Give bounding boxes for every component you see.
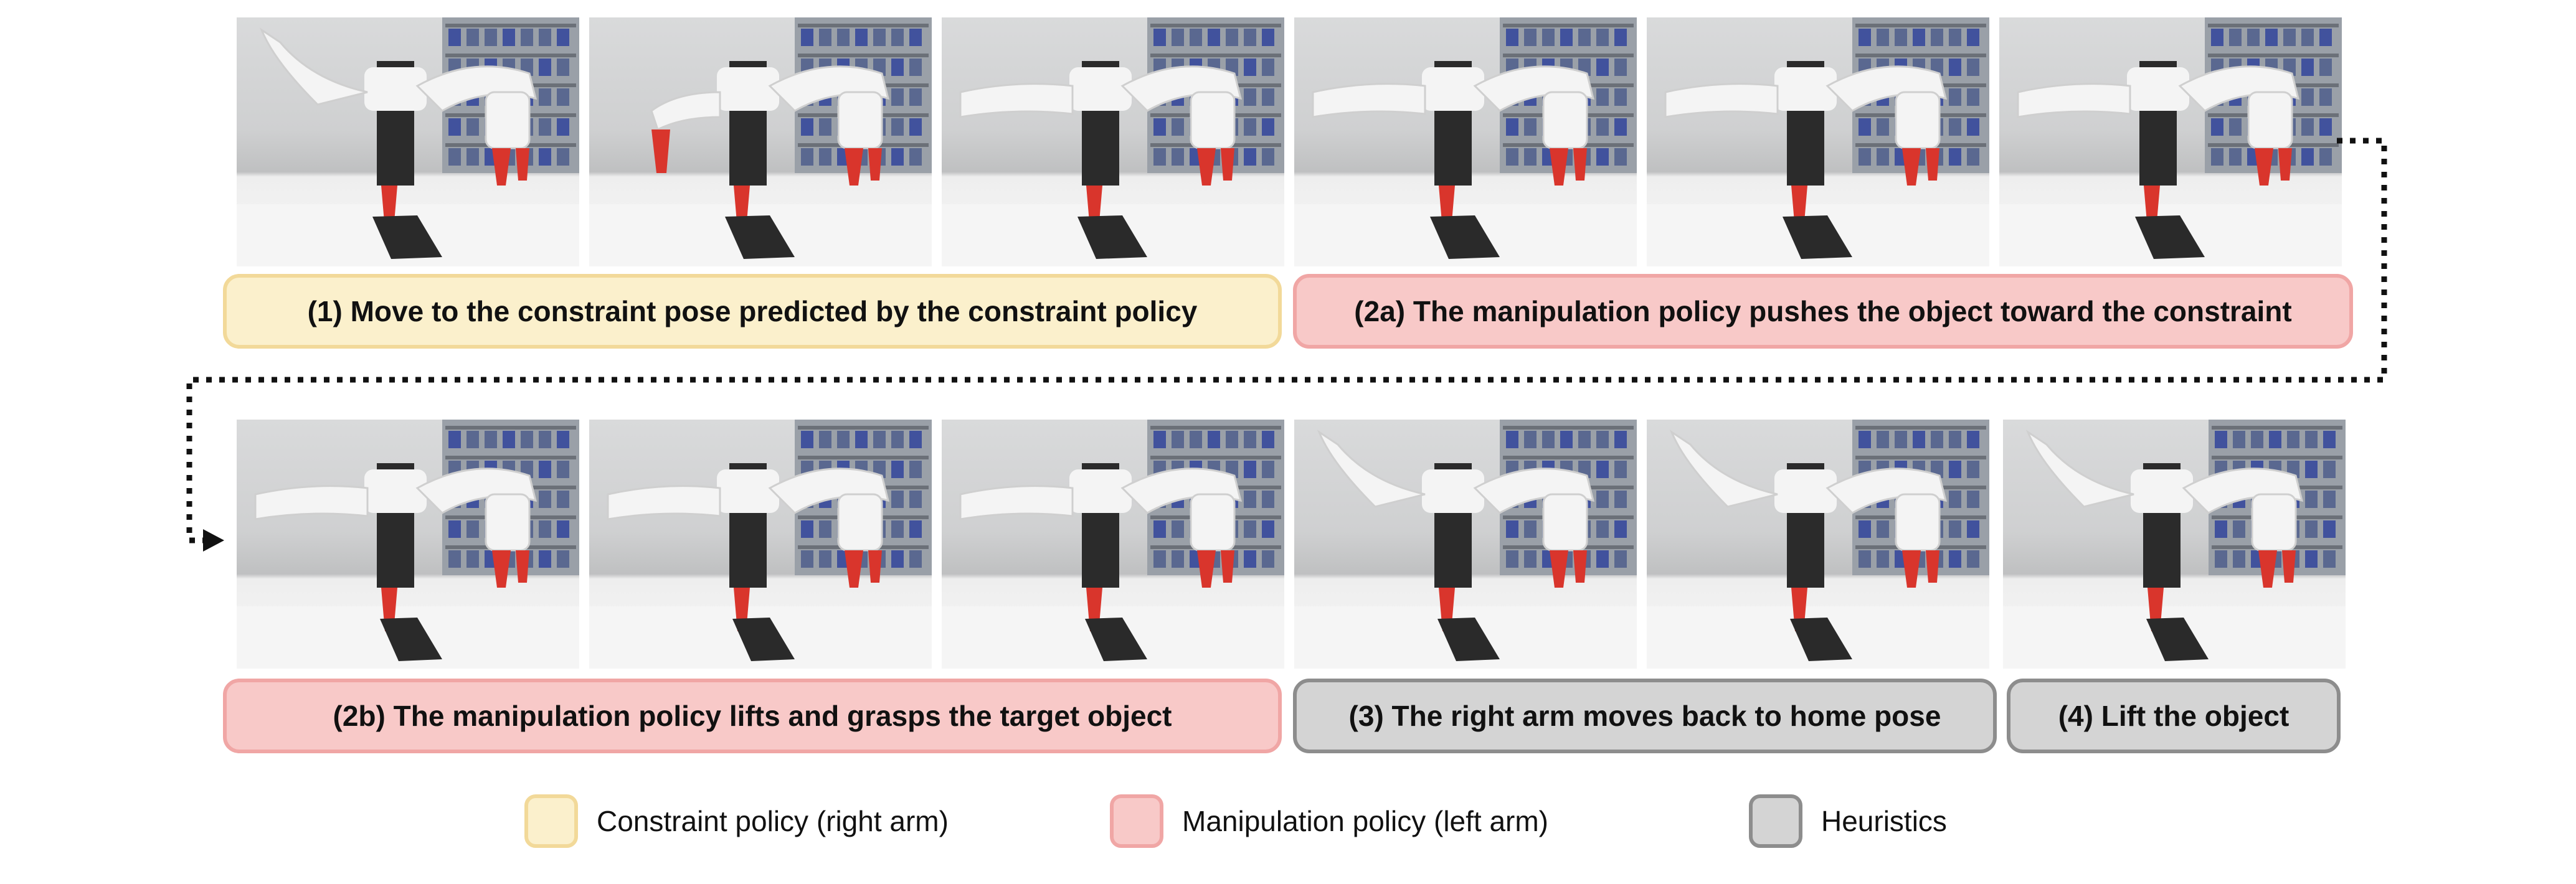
caption-step-2a: (2a) The manipulation policy pushes the … xyxy=(1293,274,2353,349)
legend-swatch-constraint xyxy=(524,794,578,848)
photo-3 xyxy=(942,17,1284,266)
photo-6 xyxy=(1999,17,2342,266)
photo-2 xyxy=(589,17,932,266)
photo-10 xyxy=(1294,420,1637,669)
legend-label-constraint: Constraint policy (right arm) xyxy=(597,805,949,837)
caption-step-2a-text: (2a) The manipulation policy pushes the … xyxy=(1354,295,2292,327)
legend-swatch-heuristics xyxy=(1749,794,1802,848)
photo-12 xyxy=(2003,420,2346,669)
photo-4 xyxy=(1294,17,1637,266)
caption-step-4: (4) Lift the object xyxy=(2007,679,2341,753)
caption-step-1: (1) Move to the constraint pose predicte… xyxy=(223,274,1282,349)
photo-1 xyxy=(237,17,579,266)
caption-step-2b-text: (2b) The manipulation policy lifts and g… xyxy=(333,700,1172,732)
legend-label-manipulation: Manipulation policy (left arm) xyxy=(1182,805,1549,837)
caption-step-3: (3) The right arm moves back to home pos… xyxy=(1293,679,1997,753)
caption-step-4-text: (4) Lift the object xyxy=(2058,700,2290,732)
photo-5 xyxy=(1647,17,1989,266)
photo-8 xyxy=(589,420,932,669)
legend-label-heuristics: Heuristics xyxy=(1821,805,1947,837)
photo-7 xyxy=(237,420,579,669)
photo-11 xyxy=(1647,420,1989,669)
caption-step-1-text: (1) Move to the constraint pose predicte… xyxy=(307,295,1198,327)
caption-step-3-text: (3) The right arm moves back to home pos… xyxy=(1348,700,1941,732)
photo-9 xyxy=(942,420,1284,669)
legend-swatch-manipulation xyxy=(1110,794,1163,848)
caption-step-2b: (2b) The manipulation policy lifts and g… xyxy=(223,679,1282,753)
